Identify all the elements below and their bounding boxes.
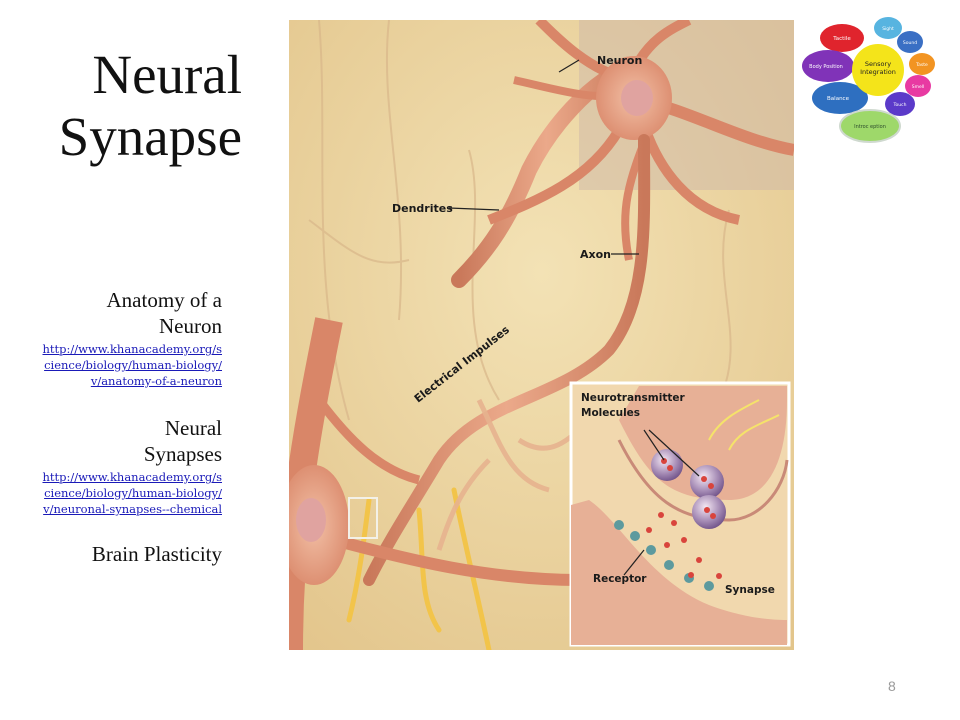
label-neurotransmitter-line1: Neurotransmitter <box>581 392 685 404</box>
resource-heading-line: Synapses <box>143 442 222 466</box>
petal-label: Balance <box>827 96 850 102</box>
slide-title: Neural Synapse <box>59 44 242 168</box>
resource-heading-plasticity: Brain Plasticity <box>40 541 222 567</box>
wheel-center-line1: Sensory <box>865 60 891 68</box>
wheel-center <box>852 44 904 96</box>
petal-label: Body Position <box>809 64 843 70</box>
label-dendrites: Dendrites <box>392 202 453 215</box>
synapse-inset <box>569 381 791 647</box>
petal-sight <box>874 17 902 39</box>
resource-heading-line: Neuron <box>159 314 222 338</box>
neural-synapses-link[interactable]: http://www.khanacademy.org/science/biolo… <box>42 470 222 516</box>
resource-heading-anatomy: Anatomy of a Neuron <box>40 287 222 339</box>
zoom-box <box>348 497 378 539</box>
wheel-center-line2: Integration <box>860 68 896 76</box>
petal-touch <box>885 92 915 116</box>
petal-label: Tactile <box>832 36 851 42</box>
anatomy-of-neuron-link[interactable]: http://www.khanacademy.org/science/biolo… <box>42 342 222 388</box>
label-axon: Axon <box>580 248 611 261</box>
title-line-1: Neural <box>92 44 242 105</box>
resource-heading-line: Brain Plasticity <box>91 542 222 566</box>
petal-smell <box>905 75 931 97</box>
label-receptor: Receptor <box>593 573 647 585</box>
petal-label: Introc eption <box>854 124 886 130</box>
resource-heading-line: Anatomy of a <box>106 288 222 312</box>
petal-sound <box>897 31 923 53</box>
label-neuron: Neuron <box>597 54 642 67</box>
sensory-integration-wheel: Sensory Integration Tactile Sight Sound … <box>802 17 935 143</box>
resource-list: Anatomy of a Neuron http://www.khanacade… <box>40 287 222 567</box>
label-synapse: Synapse <box>725 584 775 596</box>
petal-balance <box>812 82 868 114</box>
petal-taste <box>909 53 935 75</box>
label-neurotransmitter-line2: Molecules <box>581 407 640 419</box>
resource-heading-synapses: Neural Synapses <box>40 415 222 467</box>
axon <box>363 134 651 586</box>
petal-interoception <box>839 109 901 143</box>
petal-label: Sight <box>882 26 894 32</box>
petal-body-position <box>802 50 854 82</box>
petal-label: Smell <box>912 84 925 90</box>
title-line-2: Synapse <box>58 106 242 167</box>
petal-label: Taste <box>915 62 928 68</box>
page-number: 8 <box>888 678 896 694</box>
petal-label: Touch <box>893 102 907 108</box>
neuron-synapse-illustration: Neuron Dendrites Axon Electrical Impulse… <box>289 20 794 650</box>
lower-left-neuron <box>289 317 580 650</box>
resource-heading-line: Neural <box>164 416 222 440</box>
petal-tactile <box>820 24 864 52</box>
petal-label: Sound <box>903 40 917 46</box>
